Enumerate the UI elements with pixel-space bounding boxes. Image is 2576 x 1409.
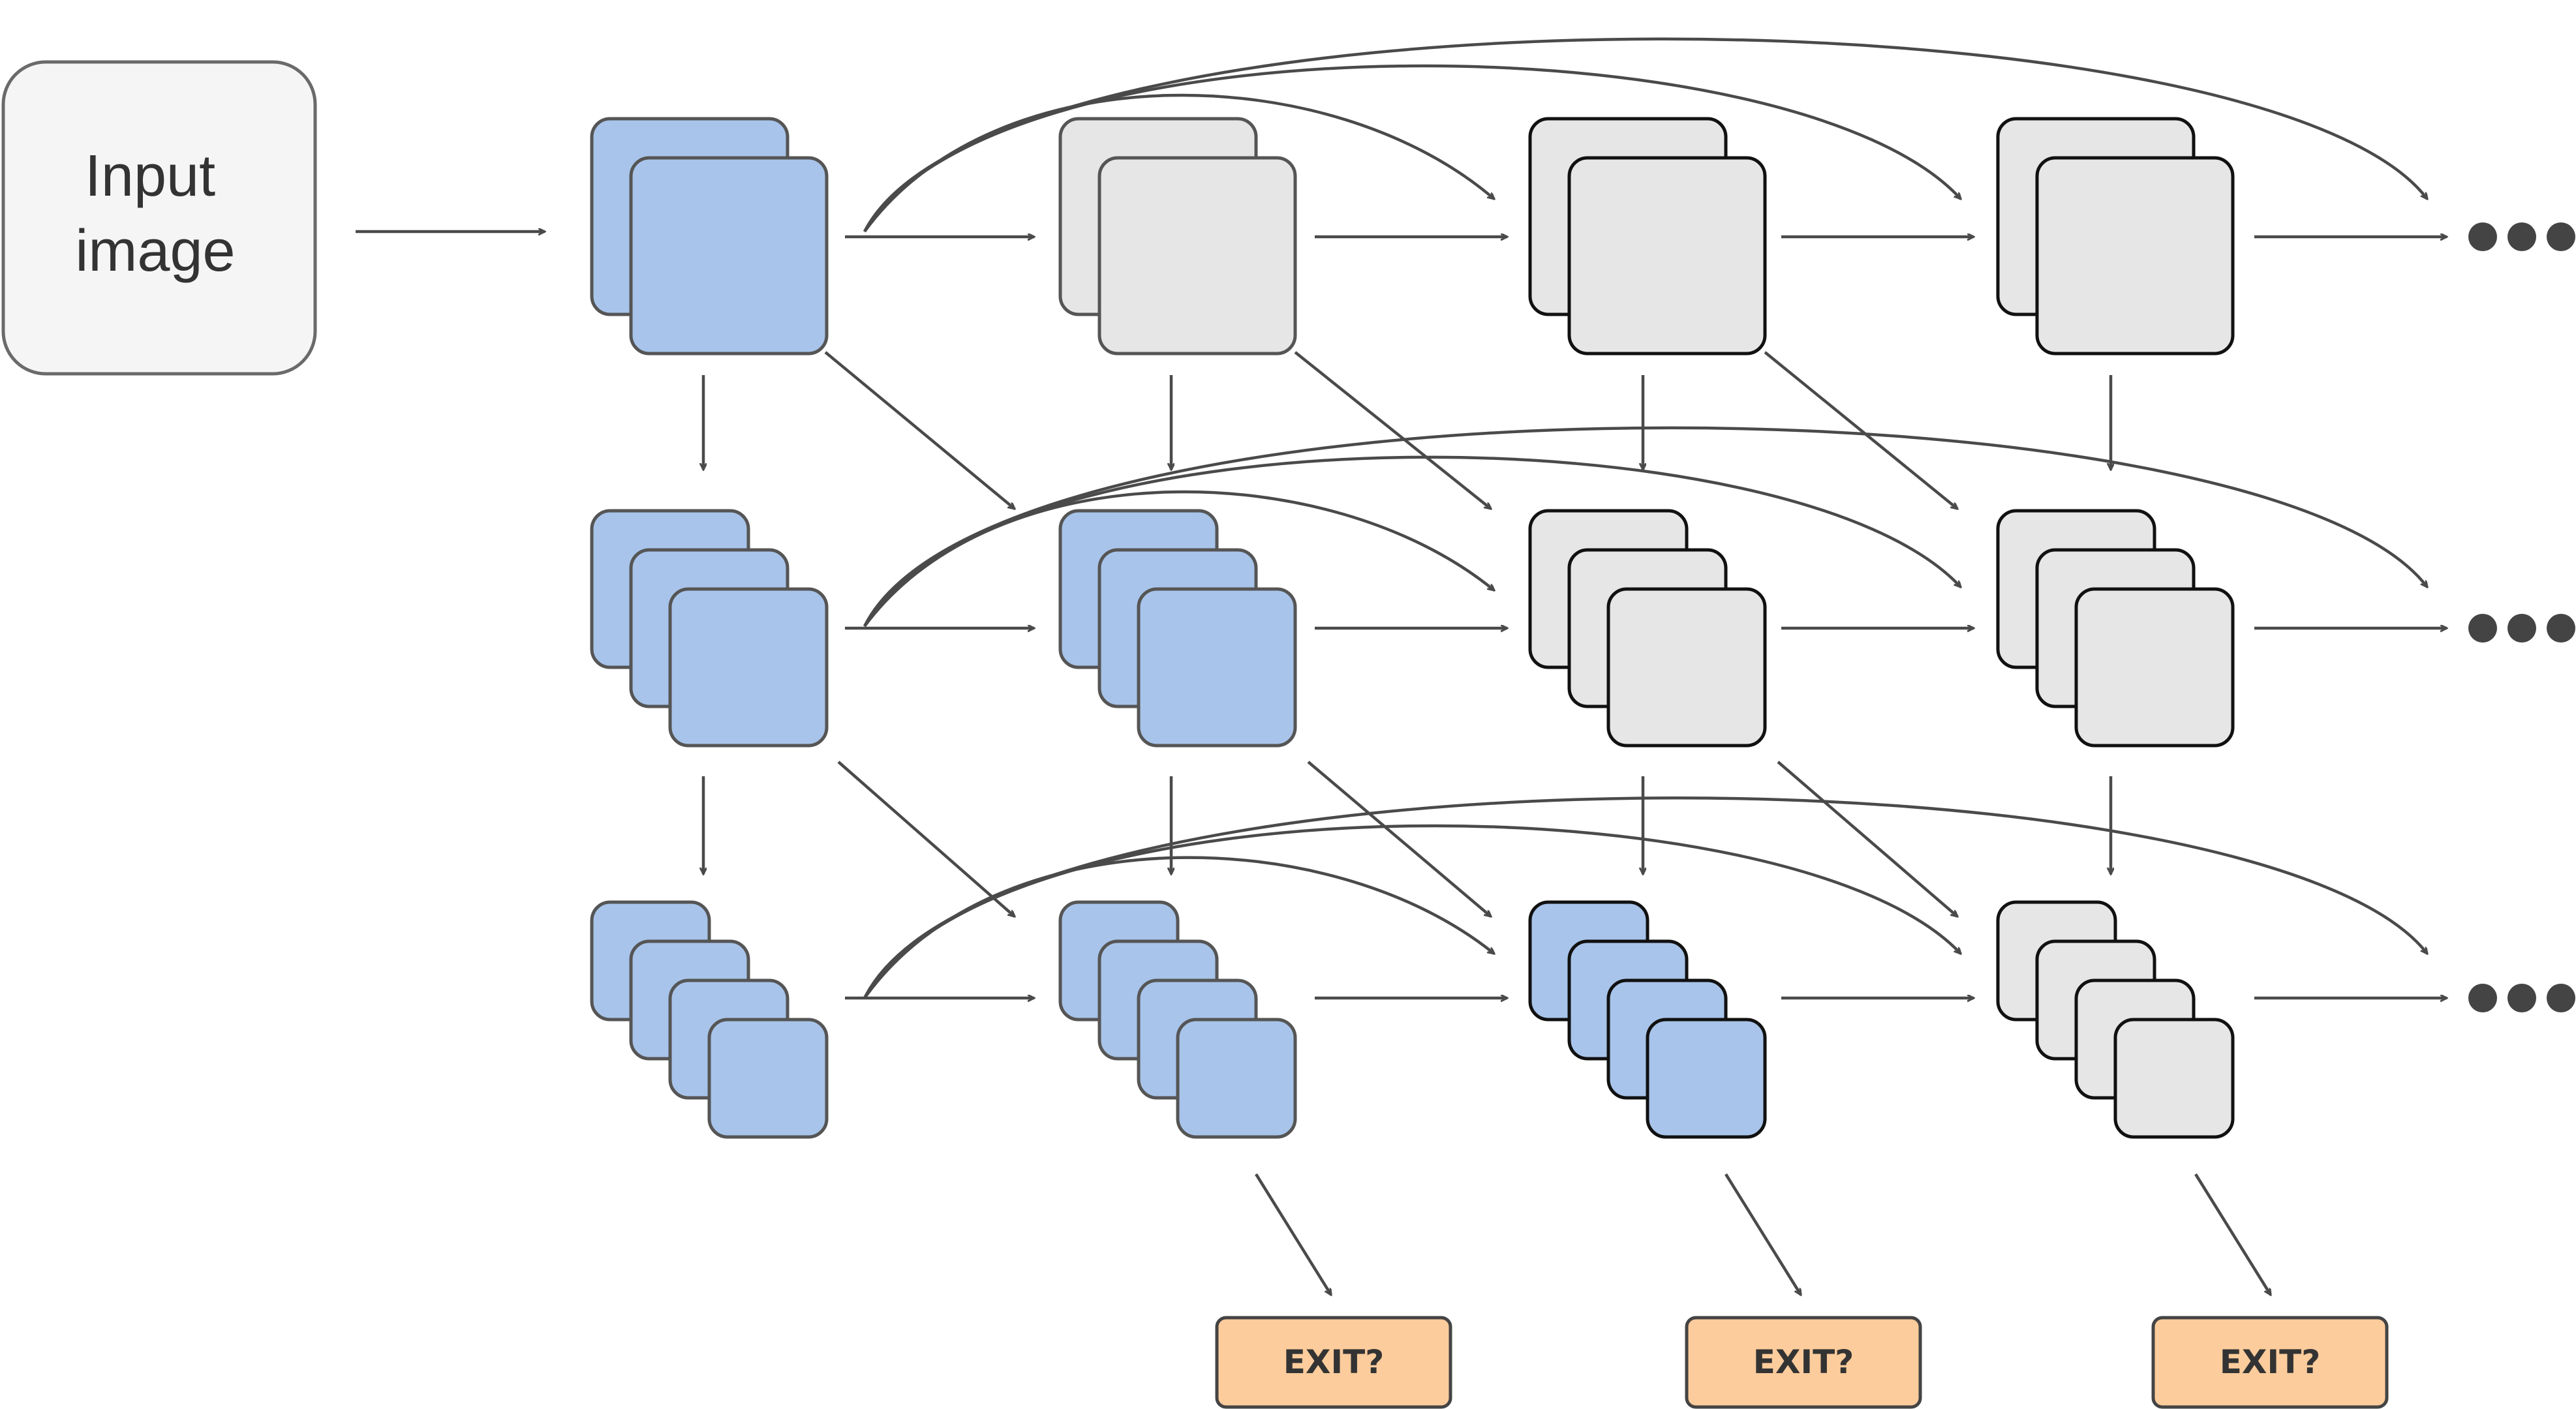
dot — [2507, 222, 2536, 251]
ellipsis-icon — [2468, 984, 2575, 1012]
dot — [2547, 614, 2575, 643]
feature-map — [668, 587, 829, 748]
feature-map-stack — [1528, 900, 1767, 1139]
feature-map — [2035, 156, 2235, 356]
feature-map-stack — [590, 900, 829, 1139]
exit-label: EXIT? — [1753, 1343, 1854, 1381]
feature-map-stack — [590, 509, 829, 748]
exit-box — [1685, 1316, 1922, 1409]
feature-map-stack — [1996, 117, 2235, 356]
feature-map — [2074, 587, 2235, 748]
arrow-skip-connection — [863, 796, 2427, 999]
arrow-to-exit — [1725, 1173, 1802, 1295]
feature-map — [629, 156, 829, 356]
feature-map-stack — [1058, 900, 1297, 1139]
feature-map — [1176, 1018, 1297, 1139]
exit-box — [1215, 1316, 1452, 1409]
dot — [2507, 984, 2536, 1012]
dot — [2468, 984, 2497, 1012]
arrow-diagonal — [1764, 351, 1957, 509]
arrow-diagonal — [1294, 351, 1491, 509]
input-image-rect — [1, 60, 317, 376]
feature-map — [2113, 1018, 2235, 1139]
feature-map-stack — [590, 117, 829, 356]
feature-maps — [590, 117, 2235, 1139]
input-label-line2: image — [75, 219, 235, 284]
ellipsis-icon — [2468, 222, 2575, 251]
arrow-to-exit — [2194, 1173, 2272, 1295]
feature-map-stack — [1996, 900, 2235, 1139]
dot — [2468, 222, 2497, 251]
exit-box — [2151, 1316, 2389, 1409]
continuation-dots — [2468, 222, 2575, 1012]
exit-label: EXIT? — [2220, 1343, 2320, 1381]
feature-map — [1606, 587, 1767, 748]
feature-map-stack — [1058, 509, 1297, 748]
arrow-skip-connection — [863, 455, 1961, 628]
arrow-skip-connection — [863, 37, 2427, 233]
arrow-diagonal — [1307, 761, 1491, 917]
input-image-box: Input image — [1, 60, 317, 376]
exit-classifiers: EXIT? EXIT? EXIT? — [1215, 1316, 2389, 1409]
exit-classifier: EXIT? — [2151, 1316, 2389, 1409]
dot — [2507, 614, 2536, 643]
feature-map — [1137, 587, 1297, 748]
feature-map — [707, 1018, 829, 1139]
arrow-diagonal — [1777, 761, 1957, 917]
arrow-diagonal — [824, 351, 1015, 509]
dot — [2547, 984, 2575, 1012]
feature-map-stack — [1996, 509, 2235, 748]
ellipsis-icon — [2468, 614, 2575, 643]
dot — [2547, 222, 2575, 251]
exit-classifier: EXIT? — [1215, 1316, 1452, 1409]
feature-map — [1097, 156, 1297, 356]
arrow-to-exit — [1255, 1173, 1332, 1295]
exit-label: EXIT? — [1283, 1343, 1384, 1381]
feature-map-stack — [1528, 117, 1767, 356]
feature-map-stack — [1528, 509, 1767, 748]
dot — [2468, 614, 2497, 643]
arrow-diagonal — [837, 761, 1015, 917]
arrow-skip-connection — [863, 64, 1961, 233]
feature-map — [1646, 1018, 1767, 1139]
input-label-line1: Input — [85, 144, 215, 209]
feature-map — [1567, 156, 1767, 356]
arrow-skip-connection — [863, 426, 2427, 628]
connections — [356, 37, 2447, 1295]
exit-classifier: EXIT? — [1685, 1316, 1922, 1409]
feature-map-stack — [1058, 117, 1297, 356]
